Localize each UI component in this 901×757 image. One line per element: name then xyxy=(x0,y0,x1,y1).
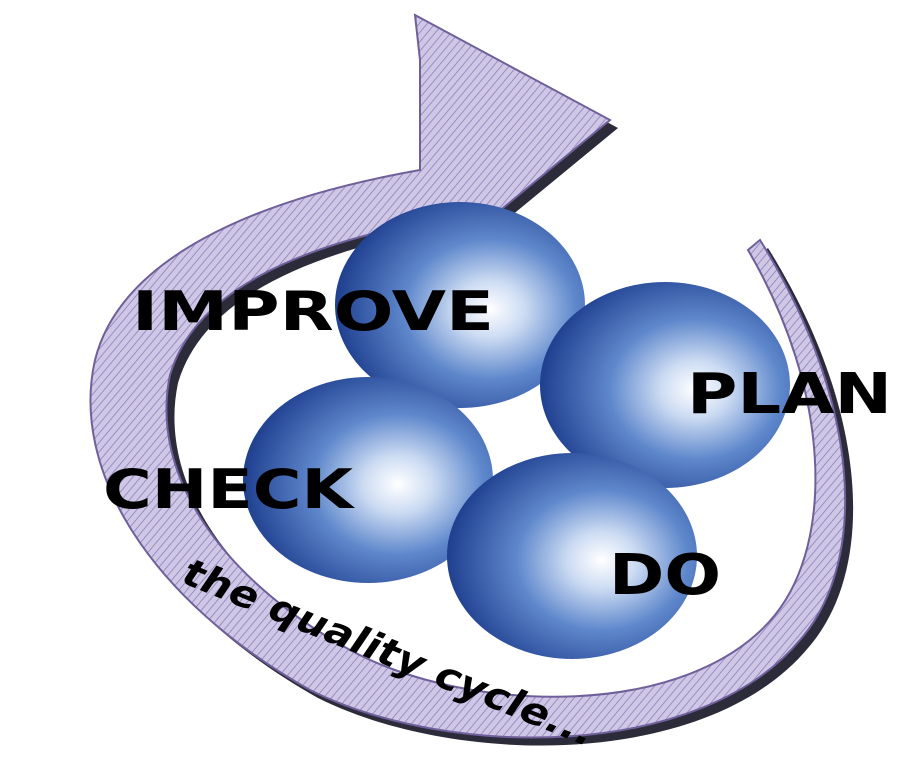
sphere-plan xyxy=(540,282,790,488)
label-check: CHECK xyxy=(103,458,356,521)
label-do: DO xyxy=(609,543,721,608)
label-improve: IMPROVE xyxy=(132,280,494,343)
sphere-do xyxy=(447,453,697,659)
sphere-improve xyxy=(335,202,585,408)
sphere-check xyxy=(243,377,493,583)
label-plan: PLAN xyxy=(687,362,892,427)
cycle-arrow xyxy=(89,13,847,739)
